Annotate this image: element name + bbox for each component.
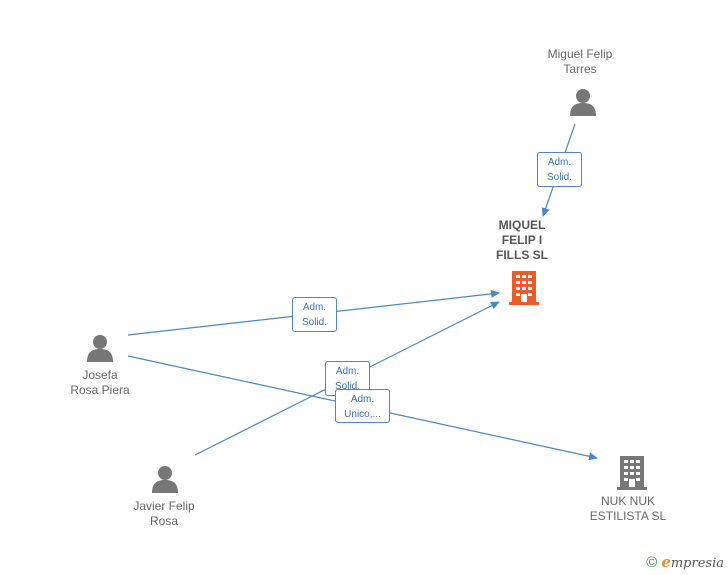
empresia-logo: empresia — [661, 553, 724, 571]
node-label-nuk-nuk-estilista-sl[interactable]: NUK NUK ESTILISTA SL — [589, 494, 667, 523]
edge-label-josefa-adm-unico[interactable]: Adm. Unico,... — [335, 389, 390, 423]
node-label-miguel-felip-tarres[interactable]: Miguel Felip Tarres — [547, 47, 613, 76]
node-label-josefa-rosa-piera[interactable]: Josefa Rosa Piera — [70, 368, 130, 397]
person-icon[interactable] — [570, 89, 596, 116]
person-icon[interactable] — [152, 466, 178, 493]
building-icon[interactable] — [509, 271, 539, 305]
footer-brand: © empresia — [646, 553, 724, 571]
person-icon[interactable] — [87, 335, 113, 362]
building-icon[interactable] — [617, 456, 647, 490]
edge-label-miguel-adm-solid[interactable]: Adm. Solid. — [537, 152, 582, 187]
node-label-miquel-felip-i-fills-sl[interactable]: MIQUEL FELIP I FILLS SL — [496, 218, 548, 262]
copyright-icon: © — [646, 553, 658, 571]
node-label-javier-felip-rosa[interactable]: Javier Felip Rosa — [133, 499, 195, 528]
edge-label-josefa-adm-solid[interactable]: Adm. Solid. — [292, 297, 337, 332]
